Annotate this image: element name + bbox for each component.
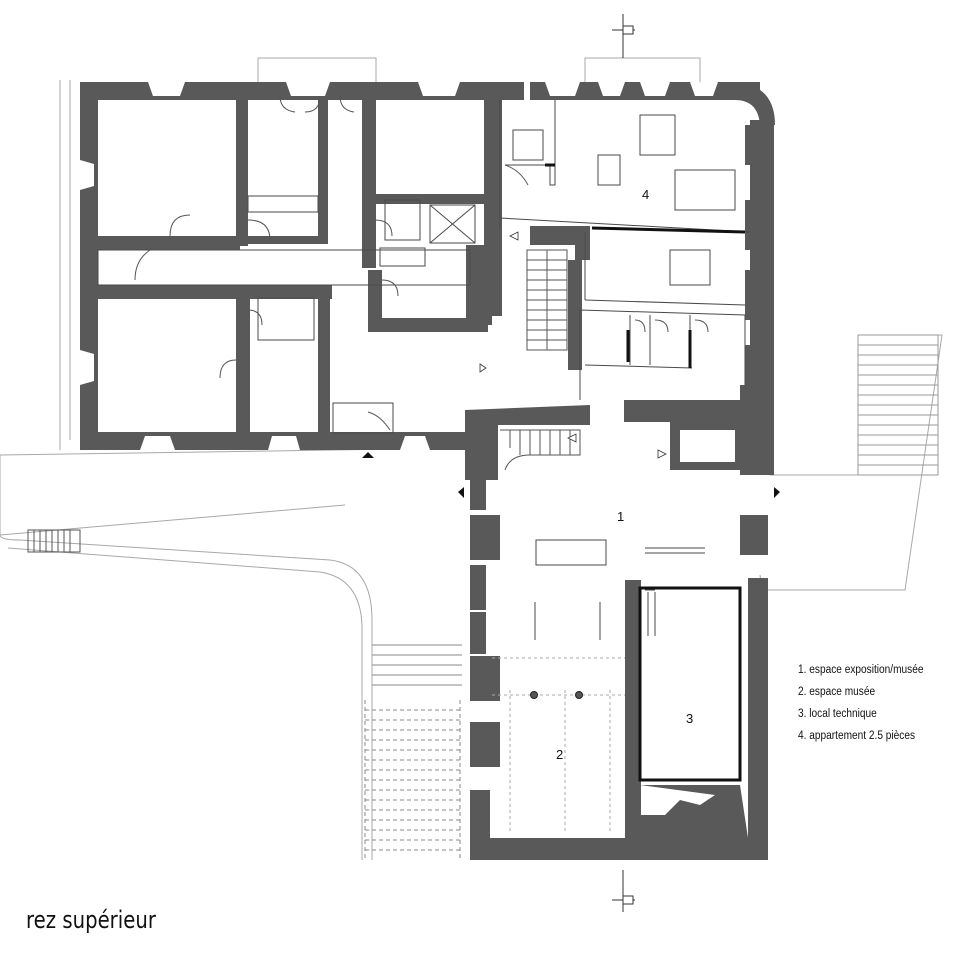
interior-lines (97, 100, 751, 640)
exterior-stair-left (27, 529, 81, 553)
section-line-top (612, 14, 635, 58)
entry-markers (362, 231, 780, 498)
internal-stair-upper (526, 249, 568, 351)
plan-title: rez supérieur (26, 906, 156, 934)
legend-item: 1. espace exposition/musée (798, 664, 924, 676)
legend-item: 3. local technique (798, 708, 877, 720)
room-number-3: 3 (686, 711, 694, 726)
museum-columns (530, 691, 583, 699)
museum-grid (492, 657, 625, 832)
room-number-1: 1 (617, 509, 625, 524)
exterior-stair-right (857, 334, 939, 476)
internal-stair-lower (500, 429, 581, 471)
room-legend: 1. espace exposition/musée 2. espace mus… (798, 659, 923, 747)
door-swings (134, 95, 709, 431)
legend-item: 4. appartement 2.5 pièces (798, 730, 916, 742)
room-number-4: 4 (642, 187, 650, 202)
exterior-stair-bottom (364, 644, 462, 860)
room-number-2: 2 (556, 747, 564, 762)
section-line-bottom (612, 870, 635, 912)
legend-item: 2. espace musée (798, 686, 876, 698)
room-outlines (545, 163, 746, 782)
walls (80, 82, 775, 860)
